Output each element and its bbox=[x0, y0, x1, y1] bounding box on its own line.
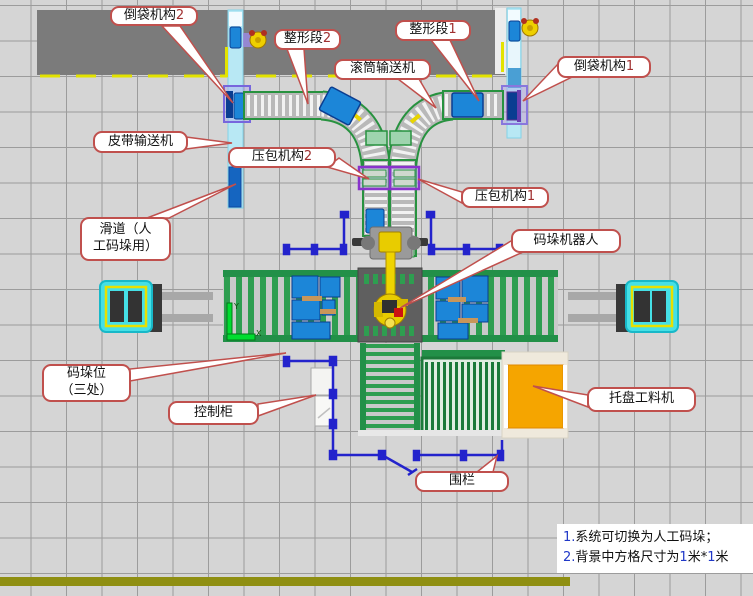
floor-strip bbox=[0, 577, 570, 586]
notes-box: 1.系统可切换为人工码垛； 2.背景中方格尺寸为1米*1米 bbox=[557, 524, 753, 573]
callout-belt-conveyor: 皮带输送机 bbox=[93, 131, 188, 153]
palletizing-robot bbox=[373, 251, 408, 329]
shaping-section-2-conveyor bbox=[243, 91, 325, 120]
bag-dump-mechanism-1 bbox=[501, 85, 528, 125]
pallet-stack-right bbox=[435, 275, 489, 340]
callout-pallet-feeder: 托盘工料机 bbox=[587, 387, 696, 412]
package-on-curve bbox=[318, 86, 362, 126]
callout-slide-chute: 滑道（人 工码垛用） bbox=[80, 217, 171, 261]
axis-indicator: Y X bbox=[226, 302, 262, 341]
striped-pallet-position bbox=[420, 350, 507, 436]
lower-vertical-conveyor bbox=[358, 343, 420, 436]
forklift-right bbox=[568, 280, 679, 333]
callout-fence: 围栏 bbox=[415, 471, 509, 492]
callout-roller-conveyor: 滚筒输送机 bbox=[334, 59, 431, 80]
note-line-2: 2.背景中方格尺寸为1米*1米 bbox=[563, 550, 729, 565]
axis-x-label: X bbox=[256, 329, 262, 338]
shaping-section-1-conveyor bbox=[442, 90, 504, 120]
callout-palletizing-robot: 码垛机器人 bbox=[511, 229, 621, 253]
pallet-stack-left bbox=[291, 275, 341, 340]
control-cabinets bbox=[310, 367, 334, 427]
worker-figure-left bbox=[243, 30, 267, 49]
callout-pallet-positions: 码垛位 （三处） bbox=[42, 364, 131, 402]
axis-y-label: Y bbox=[233, 302, 239, 311]
worker-figure-right bbox=[521, 18, 539, 37]
forklift-left bbox=[99, 280, 213, 333]
bag-press-mechanisms bbox=[357, 165, 421, 191]
callout-control-cabinet: 控制柜 bbox=[168, 401, 259, 425]
note-line-1: 1.系统可切换为人工码垛； bbox=[563, 530, 719, 545]
safety-fence bbox=[282, 355, 505, 477]
